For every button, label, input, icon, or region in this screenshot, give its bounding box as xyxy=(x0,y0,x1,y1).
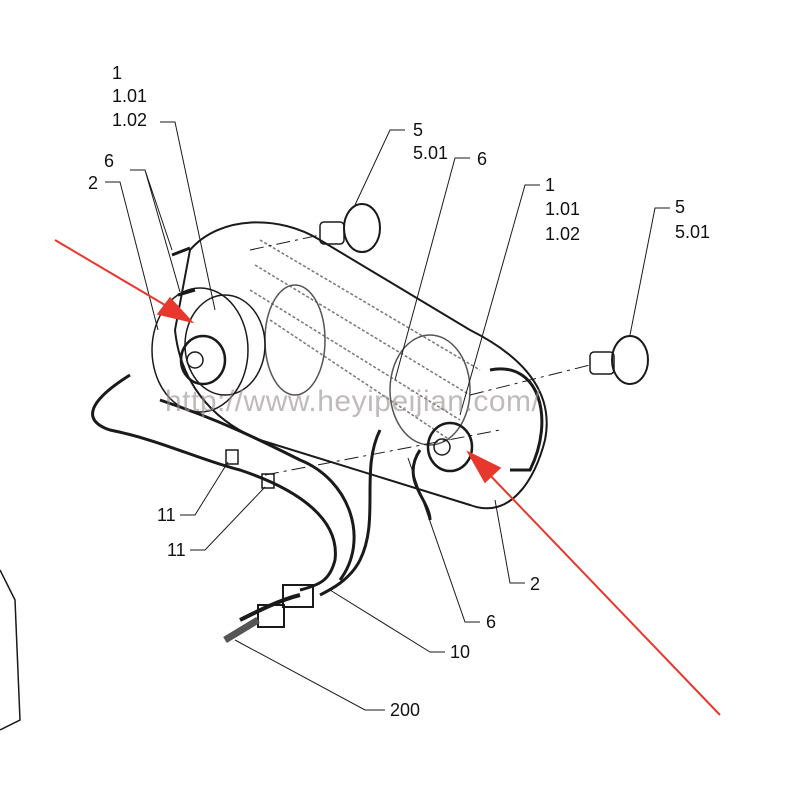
callout-6-center: 6 xyxy=(477,149,488,169)
housing-inner-detail xyxy=(249,239,481,441)
leader-lines xyxy=(105,121,670,711)
callout-5-left: 5 xyxy=(413,120,424,140)
left-screws xyxy=(171,246,196,297)
callout-10: 10 xyxy=(450,642,471,662)
left-bulb-socket xyxy=(319,203,381,253)
callout-2-right: 2 xyxy=(530,574,541,594)
right-bulb-socket xyxy=(589,335,649,385)
watermark: http://www.heyipeijian.com/ xyxy=(165,385,541,418)
callout-1-01-right: 1.01 xyxy=(545,199,581,219)
callout-2-left: 2 xyxy=(88,173,99,193)
red-arrow-left xyxy=(54,239,195,324)
left-lamp-body xyxy=(179,334,227,386)
connector-200 xyxy=(257,604,285,628)
callout-11-lower: 11 xyxy=(167,540,186,560)
wire-harness xyxy=(91,373,432,597)
callout-200: 200 xyxy=(390,700,421,720)
housing-opening-left xyxy=(264,284,326,396)
bulb-axis-dashes xyxy=(249,234,591,476)
right-lamp-body xyxy=(426,421,474,473)
callout-5-01-left: 5.01 xyxy=(413,143,449,163)
callout-1-01-left: 1.01 xyxy=(112,86,148,106)
callout-1-right: 1 xyxy=(545,175,556,195)
clip-11-upper xyxy=(225,449,239,465)
callout-6-right: 6 xyxy=(486,612,497,632)
callout-5-right: 5 xyxy=(675,197,686,217)
red-arrow-right xyxy=(466,450,721,716)
callout-11-upper: 11 xyxy=(157,505,176,525)
right-housing-flange xyxy=(489,367,544,472)
lamp-housing xyxy=(173,221,548,510)
right-lamp-center xyxy=(433,438,451,456)
left-lamp-center xyxy=(186,351,204,369)
left-lamp-ring xyxy=(184,294,266,396)
harness-connector xyxy=(282,584,314,608)
callout-5-01-right: 5.01 xyxy=(675,222,711,242)
callout-6-left: 6 xyxy=(104,151,115,171)
housing-opening-right xyxy=(389,334,471,446)
connector-200-cable xyxy=(223,617,260,643)
callout-1-left: 1 xyxy=(112,63,123,83)
callout-1-02-right: 1.02 xyxy=(545,224,581,244)
partial-object-left-edge xyxy=(0,569,21,731)
clip-11-lower xyxy=(261,473,275,489)
left-gasket xyxy=(151,287,249,413)
callout-1-02-left: 1.02 xyxy=(112,110,148,130)
